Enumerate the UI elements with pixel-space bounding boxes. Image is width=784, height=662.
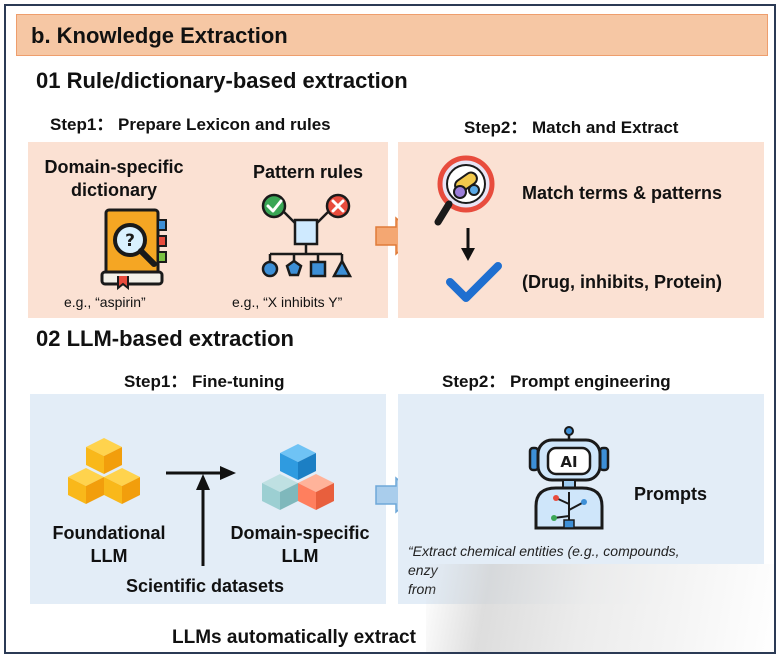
dictionary-label-line1: Domain-specific xyxy=(44,157,184,177)
scientific-datasets-label: Scientific datasets xyxy=(125,576,285,596)
domain-line2: LLM xyxy=(281,546,319,566)
fine-tune-arrow-icon xyxy=(166,466,236,480)
dictionary-label: Domain-specific dictionary xyxy=(44,156,184,202)
header-bar: b. Knowledge Extraction xyxy=(16,14,768,56)
foundational-line1: Foundational xyxy=(52,523,166,543)
result-triple-label: (Drug, inhibits, Protein) xyxy=(522,272,722,292)
knowledge-extraction-figure: b. Knowledge Extraction 01 Rule/dictiona… xyxy=(4,4,776,654)
checkmark-icon xyxy=(446,262,502,302)
pattern-rules-icon xyxy=(261,193,353,278)
dictionary-example: e.g., “aspirin” xyxy=(64,294,146,310)
fine-tuning-panel: Foundational LLM xyxy=(30,394,386,604)
arrow-down-icon xyxy=(461,228,475,261)
dictionary-book-icon: ? xyxy=(100,208,167,291)
footer-text: LLMs automatically extract xyxy=(172,627,416,648)
blur-overlay xyxy=(426,564,774,652)
domain-cubes-icon xyxy=(262,444,334,510)
prompts-label: Prompts xyxy=(634,484,708,504)
section2-title: 02 LLM-based extraction xyxy=(36,326,294,351)
match-extract-panel: Match terms & patterns (Drug, inhibits, … xyxy=(398,142,764,318)
match-terms-label: Match terms & patterns xyxy=(522,183,723,203)
dictionary-label-line2: dictionary xyxy=(70,180,158,200)
section2-step1-title: Step1： Fine-tuning xyxy=(124,372,285,391)
section1-title: 01 Rule/dictionary-based extraction xyxy=(36,68,408,93)
robot-badge-text: AI xyxy=(560,453,577,471)
lexicon-panel: Domain-specific dictionary ? e.g., “aspi… xyxy=(28,142,388,318)
domain-llm-label: Domain-specific LLM xyxy=(220,522,380,568)
pattern-rules-label: Pattern rules xyxy=(252,162,364,182)
section1-step2-title: Step2： Match and Extract xyxy=(464,118,679,137)
prompt-quote-line1: “Extract chemical entities (e.g., compou… xyxy=(408,543,680,559)
ai-robot-icon: AI xyxy=(528,426,610,530)
section2-step2-title: Step2： Prompt engineering xyxy=(442,372,671,391)
foundational-line2: LLM xyxy=(90,546,128,566)
foundational-llm-label: Foundational LLM xyxy=(34,522,184,568)
section1-step1-title: Step1： Prepare Lexicon and rules xyxy=(50,115,331,134)
foundational-cubes-icon xyxy=(68,438,140,504)
pattern-example: e.g., “X inhibits Y” xyxy=(232,294,343,310)
domain-line1: Domain-specific xyxy=(230,523,370,543)
magnifier-pills-icon xyxy=(434,155,495,226)
datasets-arrow-icon xyxy=(196,474,210,566)
header-title: b. Knowledge Extraction xyxy=(31,23,288,48)
svg-text:?: ? xyxy=(125,231,135,251)
